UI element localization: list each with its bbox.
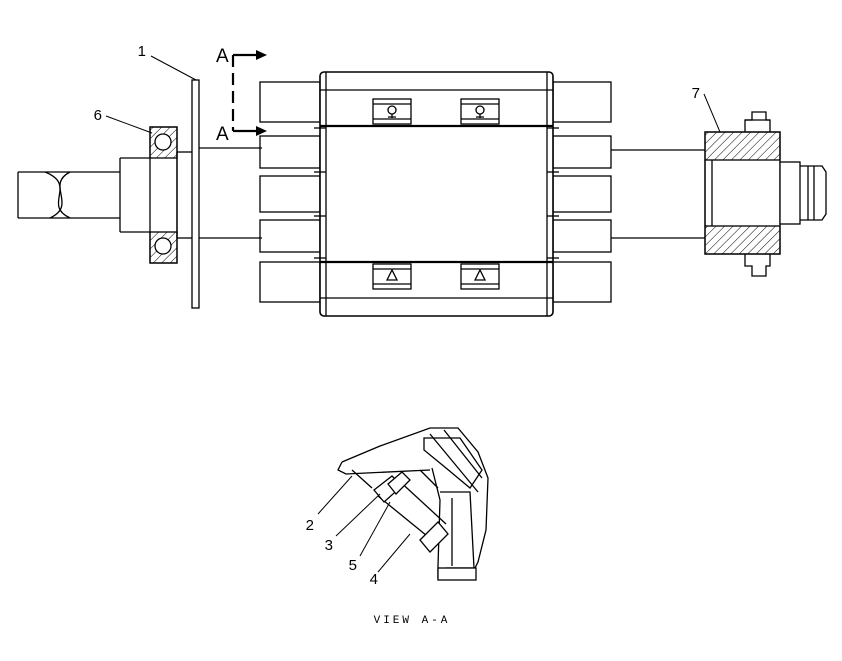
callout-3: 3 (325, 537, 333, 554)
view-caption: VIEW A-A (374, 615, 451, 627)
leader-lines-detail (317, 475, 411, 573)
main-shaft-right (611, 149, 705, 239)
section-mark-top: A (216, 46, 229, 67)
callout-1: 1 (138, 43, 146, 60)
section-line (231, 50, 267, 136)
left-shaft-stub (17, 157, 150, 233)
leader-lines-top (105, 55, 721, 134)
callout-4: 4 (370, 571, 378, 588)
section-mark-bottom: A (216, 124, 229, 145)
disc-plate (191, 79, 200, 309)
drive-hub (704, 111, 827, 277)
callout-7: 7 (692, 85, 700, 102)
rotor-drum (259, 71, 612, 317)
bearing-housing (149, 126, 192, 264)
callout-6: 6 (94, 107, 102, 124)
callout-5: 5 (349, 557, 357, 574)
view-aa-detail (337, 427, 489, 581)
main-shaft-left (199, 147, 262, 239)
callout-2: 2 (306, 517, 314, 534)
